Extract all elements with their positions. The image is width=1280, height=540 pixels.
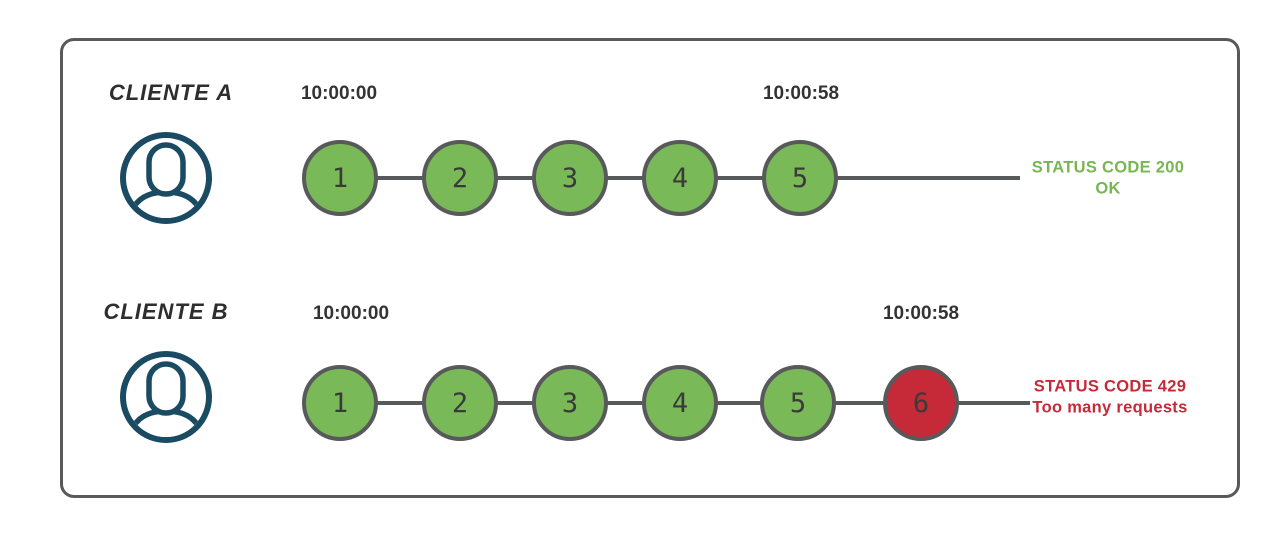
request-circle-4: 4	[642, 140, 718, 216]
request-circle-6-blocked: 6	[883, 365, 959, 441]
user-avatar-icon	[118, 349, 214, 445]
request-circle-2: 2	[422, 365, 498, 441]
row-b-status-code: STATUS CODE 429	[1033, 377, 1187, 396]
row-a-status-message: OK	[1095, 180, 1121, 198]
row-a-status: STATUS CODE 200 OK	[1032, 158, 1184, 201]
row-b-status-message: Too many requests	[1032, 399, 1188, 417]
request-circle-5: 5	[762, 140, 838, 216]
client-a-label: CLIENTE A	[108, 80, 234, 105]
row-b-start-timestamp: 10:00:00	[312, 303, 390, 324]
request-circle-3: 3	[532, 365, 608, 441]
request-circle-1: 1	[302, 365, 378, 441]
diagram-panel	[60, 38, 1240, 498]
client-b-label: CLIENTE B	[103, 299, 229, 324]
row-b-end-timestamp: 10:00:58	[882, 303, 960, 324]
request-circle-1: 1	[302, 140, 378, 216]
row-b-status: STATUS CODE 429 Too many requests	[1032, 377, 1187, 420]
row-a-end-timestamp: 10:00:58	[762, 83, 840, 104]
request-circle-2: 2	[422, 140, 498, 216]
request-circle-3: 3	[532, 140, 608, 216]
row-a-start-timestamp: 10:00:00	[300, 83, 378, 104]
request-circle-4: 4	[642, 365, 718, 441]
row-a-status-code: STATUS CODE 200	[1031, 158, 1185, 177]
request-circle-5: 5	[760, 365, 836, 441]
user-avatar-icon	[118, 130, 214, 226]
